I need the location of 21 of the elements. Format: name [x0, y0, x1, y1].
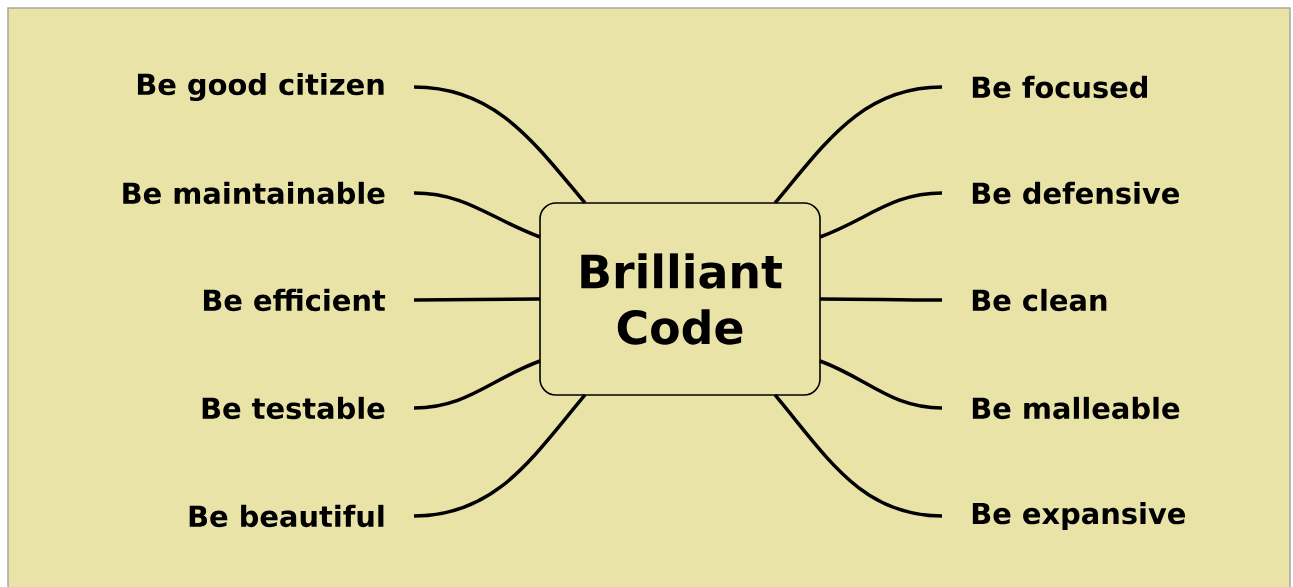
branch-line — [413, 85, 587, 205]
branch-label: Be defensive — [972, 181, 1179, 205]
branch-label: Be maintainable — [123, 181, 385, 205]
branch-line — [819, 191, 943, 239]
branch-line — [773, 85, 943, 205]
branch-line — [413, 359, 541, 410]
branch-label: Be expansive — [972, 502, 1185, 530]
branch-line — [413, 191, 541, 239]
branch-label: Be testable — [202, 396, 385, 420]
branch-line — [819, 359, 943, 410]
branch-line — [773, 393, 943, 518]
branch-line — [413, 393, 587, 518]
branch-label: Be focused — [972, 75, 1147, 99]
branch-line — [820, 297, 942, 302]
branch-label: Be beautiful — [189, 504, 384, 528]
branch-label: Be malleable — [972, 396, 1180, 420]
topic-box: Brilliant Code — [539, 202, 821, 396]
branch-label: Be efficient — [203, 288, 386, 312]
branch-label: Be good citizen — [137, 72, 384, 102]
branch-label: Be clean — [972, 288, 1107, 312]
branch-line — [414, 297, 540, 302]
